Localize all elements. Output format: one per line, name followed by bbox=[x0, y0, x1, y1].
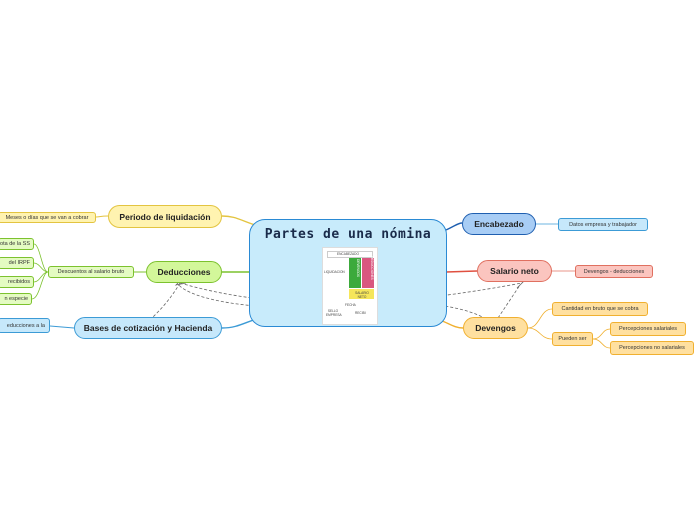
topic-bases-label: Bases de cotización y Hacienda bbox=[83, 323, 213, 333]
subtopic-ded-ss[interactable]: ota de la SS bbox=[0, 238, 34, 250]
payslip-period-label: LIQUIDACION bbox=[324, 270, 345, 274]
subtopic-pueden-ser-label: Pueden ser bbox=[558, 336, 587, 342]
topic-deducciones-label: Deducciones bbox=[157, 267, 211, 277]
payslip-image: ENCABEZADO LIQUIDACION DEVENGOS DEDUCCIO… bbox=[322, 247, 378, 325]
central-title: Partes de una nómina bbox=[264, 227, 432, 242]
topic-periodo[interactable]: Periodo de liquidación bbox=[108, 205, 222, 228]
payslip-receipt-label: RECIBI bbox=[355, 311, 366, 315]
subtopic-descuentos[interactable]: Descuentos al salario bruto bbox=[48, 266, 134, 278]
subtopic-percepciones-no-salariales[interactable]: Percepciones no salariales bbox=[610, 341, 694, 355]
subtopic-ded-especie[interactable]: n especie bbox=[0, 293, 32, 305]
payslip-net-label: SALARIO NETO bbox=[355, 291, 369, 299]
topic-bases[interactable]: Bases de cotización y Hacienda bbox=[74, 317, 222, 339]
subtopic-ded-irpf-label: del IRPF bbox=[8, 260, 30, 266]
subtopic-encabezado-detail[interactable]: Datos empresa y trabajador bbox=[558, 218, 648, 231]
topic-periodo-label: Periodo de liquidación bbox=[119, 211, 211, 222]
topic-salario-neto[interactable]: Salario neto bbox=[477, 260, 552, 282]
subtopic-encabezado-detail-label: Datos empresa y trabajador bbox=[569, 221, 637, 228]
subtopic-cantidad[interactable]: Cantidad en bruto que se cobra bbox=[552, 302, 648, 316]
subtopic-percepciones-salariales-label: Percepciones salariales bbox=[618, 326, 678, 332]
payslip-header-label: ENCABEZADO bbox=[337, 251, 359, 256]
central-topic[interactable]: Partes de una nómina ENCABEZADO LIQUIDAC… bbox=[249, 219, 447, 327]
payslip-date-label: FECHA bbox=[345, 303, 356, 307]
subtopic-descuentos-label: Descuentos al salario bruto bbox=[57, 269, 125, 275]
subtopic-periodo-detail-label: Meses o días que se van a cobrar bbox=[5, 214, 89, 221]
payslip-deducciones-label: DEDUCCIONES bbox=[369, 256, 374, 280]
topic-devengos[interactable]: Devengos bbox=[463, 317, 528, 339]
topic-encabezado[interactable]: Encabezado bbox=[462, 213, 536, 235]
payslip-seal-label: SELLO EMPRESA bbox=[326, 309, 342, 317]
subtopic-ded-recibidos[interactable]: recibidos bbox=[0, 276, 34, 288]
subtopic-salario-detail[interactable]: Devengos - deducciones bbox=[575, 265, 653, 278]
subtopic-cantidad-label: Cantidad en bruto que se cobra bbox=[561, 306, 639, 312]
topic-salario-neto-label: Salario neto bbox=[490, 266, 539, 276]
topic-deducciones[interactable]: Deducciones bbox=[146, 261, 222, 283]
payslip-devengos-label: DEVENGOS bbox=[356, 258, 361, 278]
subtopic-bases-detail-label: educciones a la bbox=[6, 322, 45, 329]
topic-encabezado-label: Encabezado bbox=[474, 219, 524, 229]
subtopic-pueden-ser[interactable]: Pueden ser bbox=[552, 332, 593, 346]
topic-devengos-label: Devengos bbox=[475, 323, 516, 333]
subtopic-percepciones-no-salariales-label: Percepciones no salariales bbox=[619, 345, 685, 351]
subtopic-salario-detail-label: Devengos - deducciones bbox=[583, 268, 645, 275]
subtopic-ded-irpf[interactable]: del IRPF bbox=[0, 257, 34, 269]
subtopic-ded-ss-label: ota de la SS bbox=[0, 241, 30, 247]
subtopic-ded-recibidos-label: recibidos bbox=[7, 279, 30, 285]
subtopic-periodo-detail[interactable]: Meses o días que se van a cobrar bbox=[0, 212, 96, 223]
subtopic-ded-especie-label: n especie bbox=[4, 296, 28, 302]
subtopic-percepciones-salariales[interactable]: Percepciones salariales bbox=[610, 322, 686, 336]
subtopic-bases-detail[interactable]: educciones a la bbox=[0, 318, 50, 333]
